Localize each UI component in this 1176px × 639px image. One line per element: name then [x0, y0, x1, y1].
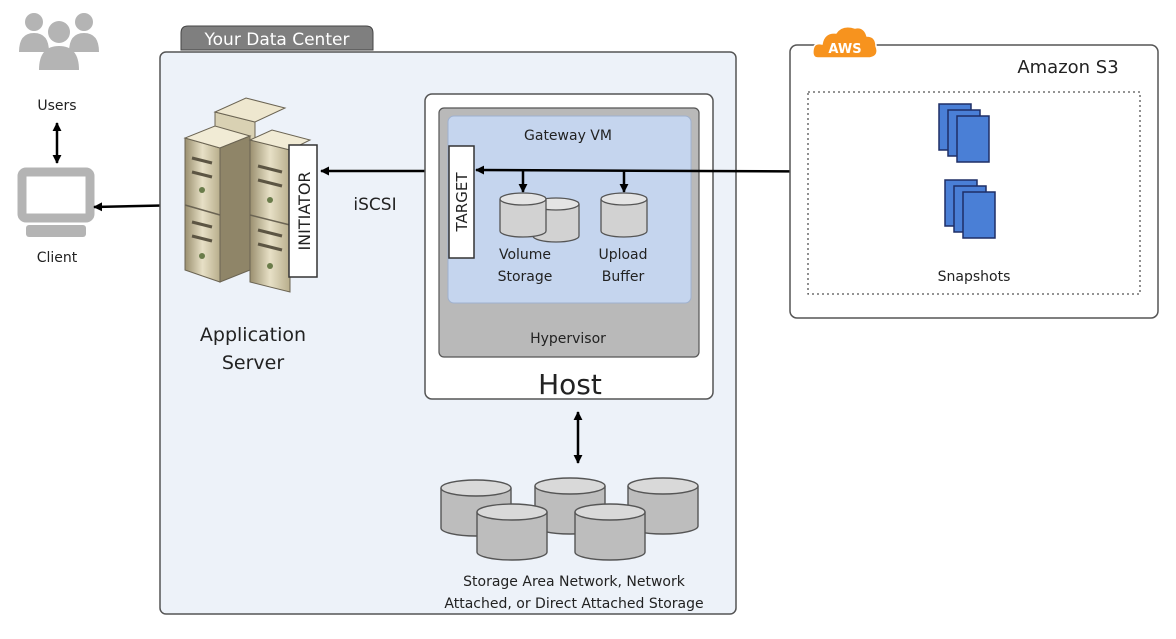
initiator-label: INITIATOR: [295, 171, 314, 250]
storage-disk-icon: [627, 477, 699, 535]
aws-cloud-icon: [812, 26, 878, 59]
storage-caption-line1: Storage Area Network, Network: [463, 574, 686, 590]
upload-buffer-label-line1: Upload: [598, 247, 647, 263]
amazon-s3-label: Amazon S3: [1017, 57, 1118, 78]
app-server-label-line2: Server: [222, 352, 284, 374]
target-label: TARGET: [453, 172, 471, 233]
data-center-tab-label: Your Data Center: [204, 30, 350, 50]
initiator-box: [288, 144, 318, 278]
snapshot-document-icon: [944, 179, 996, 239]
gateway-vm-label: Gateway VM: [524, 128, 612, 144]
iscsi-label: iSCSI: [353, 195, 396, 215]
storage-disk-icon: [476, 503, 548, 561]
computer-icon: [17, 167, 95, 237]
host-label: Host: [538, 368, 602, 401]
snapshot-documents-icon: [938, 103, 996, 239]
volume-storage-disk-icon: [499, 192, 580, 243]
data-center-tab: [180, 25, 374, 51]
users-icon: [19, 13, 99, 70]
client-label: Client: [37, 250, 78, 266]
storage-disk-icon: [574, 503, 646, 561]
volume-storage-label-line1: Volume: [499, 247, 551, 263]
snapshot-document-icon: [938, 103, 990, 163]
target-box: [448, 145, 475, 259]
storage-disks-icon: [440, 477, 699, 561]
snapshots-label: Snapshots: [938, 269, 1011, 285]
users-label: Users: [37, 98, 76, 114]
storage-caption-line2: Attached, or Direct Attached Storage: [444, 596, 703, 612]
app-server-label-line1: Application: [200, 324, 306, 346]
s3-bucket-area: [807, 91, 1141, 295]
server-icon: [183, 97, 312, 293]
aws-badge-label: AWS: [828, 42, 861, 57]
upload-buffer-disk-icon: [600, 192, 648, 238]
volume-storage-label-line2: Storage: [498, 269, 553, 285]
hypervisor-label: Hypervisor: [530, 331, 606, 347]
upload-buffer-label-line2: Buffer: [602, 269, 645, 285]
